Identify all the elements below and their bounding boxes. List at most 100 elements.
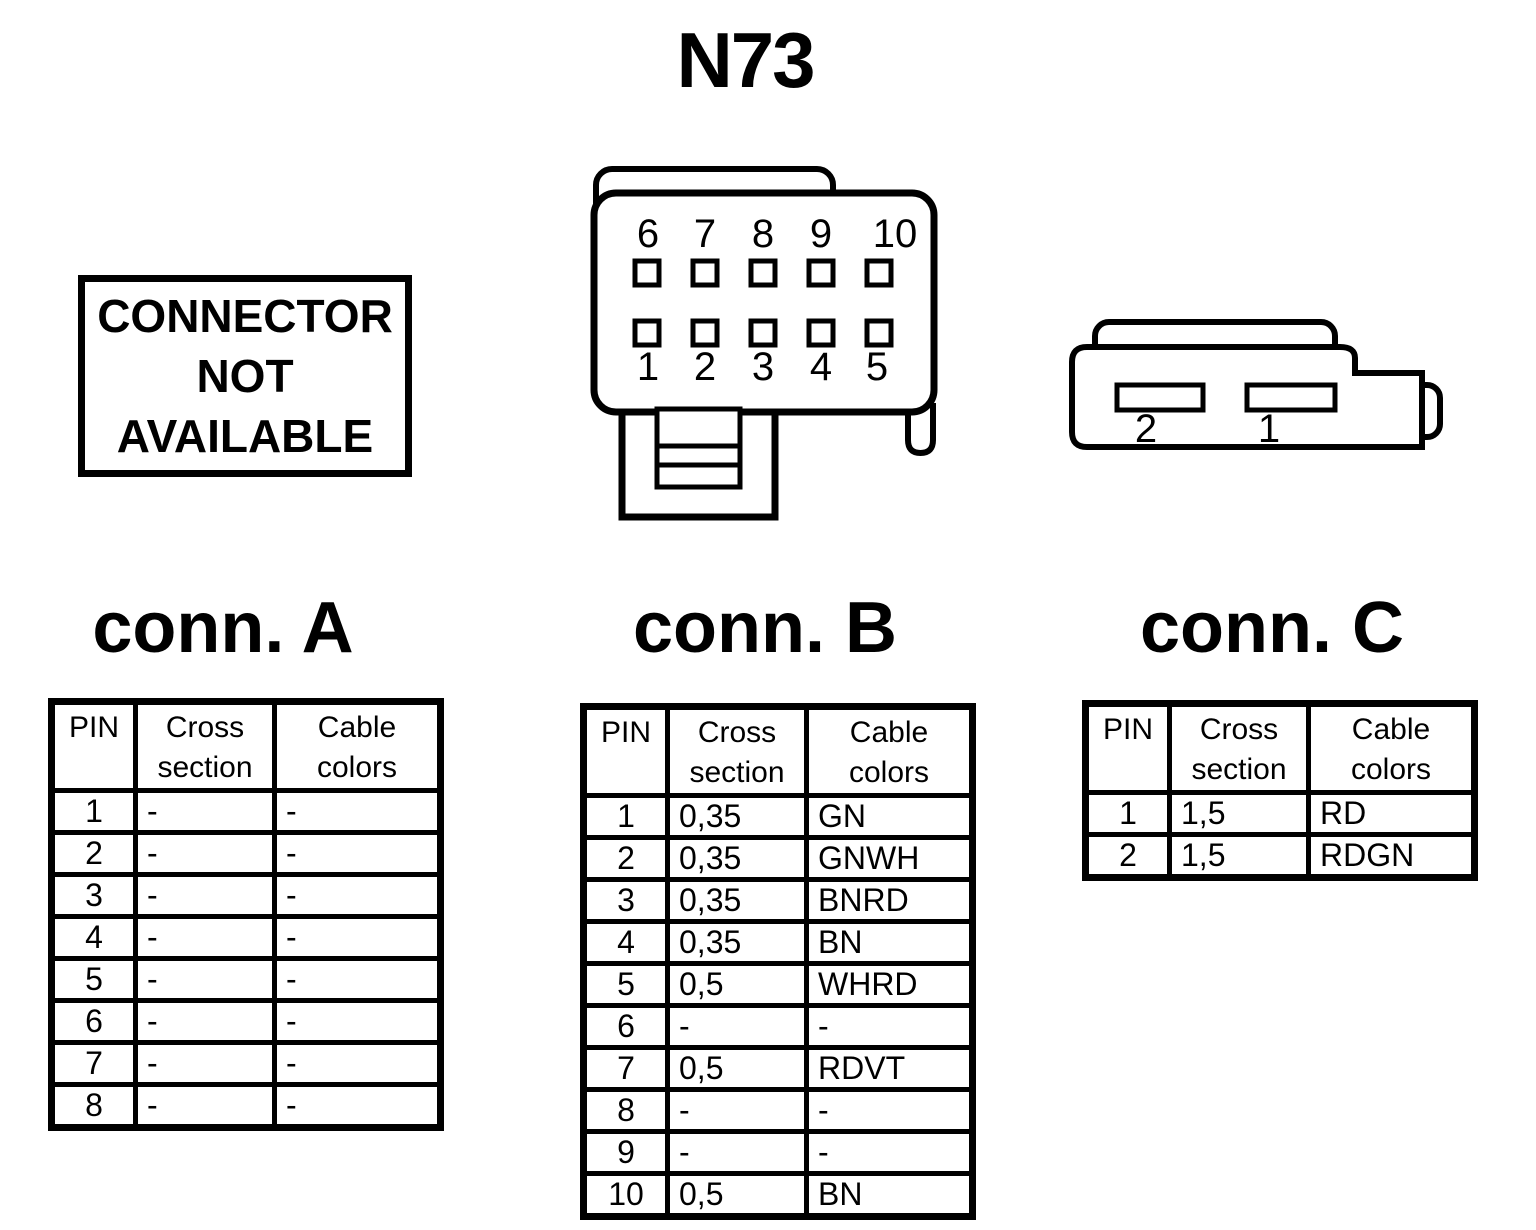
conn-c-title: conn. C [1140,588,1404,668]
cross-section-cell: - [133,872,277,919]
pin-square-2 [690,318,720,348]
cross-section-cell: - [133,1040,277,1087]
table-row: 8-- [49,1082,443,1130]
pin-square-5 [864,318,894,348]
cross-section-cell: 0,35 [665,877,809,924]
table-row: 6-- [49,998,443,1045]
pin-label-5: 5 [866,345,888,389]
cross-section-cell: 1,5 [1167,790,1311,837]
conn-a-title: conn. A [92,588,354,668]
slot-1 [1244,382,1338,413]
pin-label-2: 2 [694,345,716,389]
table-row: 8-- [581,1087,975,1134]
cable-colors-cell: BNRD [804,877,975,924]
table-row: 7-- [49,1040,443,1087]
cross-section-cell: 0,35 [665,793,809,840]
cable-colors-cell: - [272,1082,443,1130]
cross-section-cell: 0,5 [665,1171,809,1219]
cable-colors-cell: - [272,830,443,877]
pin-square-10 [864,258,894,288]
cross-section-cell: 0,35 [665,835,809,882]
table-row: 2-- [49,830,443,877]
cable-colors-cell: RDVT [804,1045,975,1092]
cross-section-cell: - [665,1087,809,1134]
pin-cell: 10 [581,1171,670,1219]
cable-colors-cell: - [804,1003,975,1050]
cross-section-header: Cross section [665,704,809,798]
conn-a-table: PIN Cross section Cable colors 1-- 2-- 3… [48,698,444,1131]
header-row: PIN Cross section Cable colors [49,699,443,793]
slot-2 [1114,382,1206,413]
pin-cell: 1 [1083,790,1172,837]
table-row: 6-- [581,1003,975,1050]
cable-colors-cell: - [272,872,443,919]
cable-colors-cell: BN [804,919,975,966]
pin-label-8: 8 [752,212,774,256]
cable-colors-cell: BN [804,1171,975,1219]
cross-section-cell: - [133,956,277,1003]
pin-cell: 5 [581,961,670,1008]
cable-colors-cell: - [272,1040,443,1087]
cable-colors-cell: - [272,788,443,835]
table-row: 3-- [49,872,443,919]
cable-colors-cell: GN [804,793,975,840]
pin-label-9: 9 [810,212,832,256]
pin-cell: 9 [581,1129,670,1176]
pin-square-3 [748,318,778,348]
pin-cell: 4 [49,914,138,961]
pin-cell: 3 [49,872,138,919]
cable-colors-cell: - [272,914,443,961]
pin-square-6 [632,258,662,288]
cross-section-cell: - [133,998,277,1045]
cable-colors-cell: WHRD [804,961,975,1008]
cross-section-header: Cross section [1167,701,1311,795]
cross-section-cell: 0,5 [665,1045,809,1092]
pin-cell: 1 [581,793,670,840]
pin-header: PIN [49,699,138,793]
cross-section-cell: - [133,914,277,961]
cable-colors-cell: - [272,956,443,1003]
table-row: 4-- [49,914,443,961]
cross-section-cell: 1,5 [1167,832,1311,880]
pin-cell: 3 [581,877,670,924]
pin-label-10: 10 [873,212,918,256]
pin-cell: 2 [581,835,670,882]
pin-label-3: 3 [752,345,774,389]
pin-cell: 2 [49,830,138,877]
pin-cell: 8 [49,1082,138,1130]
table-row: 9-- [581,1129,975,1176]
cable-colors-cell: RD [1306,790,1477,837]
pin-label-4: 4 [810,345,832,389]
pin-header: PIN [581,704,670,798]
pin-square-1 [632,318,662,348]
pin-square-7 [690,258,720,288]
cable-colors-header: Cable colors [804,704,975,798]
cross-section-cell: - [133,830,277,877]
cable-colors-cell: GNWH [804,835,975,882]
connector-not-available-text: CONNECTOR NOT AVAILABLE [97,290,393,462]
cross-section-cell: 0,35 [665,919,809,966]
cross-section-cell: 0,5 [665,961,809,1008]
header-row: PIN Cross section Cable colors [1083,701,1477,795]
pin-label-6: 6 [637,212,659,256]
connector-not-available-box: CONNECTOR NOT AVAILABLE [78,275,412,477]
pin-label-7: 7 [694,212,716,256]
cross-section-cell: - [665,1129,809,1176]
pin-cell: 1 [49,788,138,835]
cable-colors-header: Cable colors [1306,701,1477,795]
slot-label-2: 2 [1135,407,1157,451]
cable-colors-cell: RDGN [1306,832,1477,880]
pin-square-8 [748,258,778,288]
pin-cell: 6 [49,998,138,1045]
pin-cell: 4 [581,919,670,966]
pin-cell: 7 [581,1045,670,1092]
slot-label-1: 1 [1258,407,1280,451]
